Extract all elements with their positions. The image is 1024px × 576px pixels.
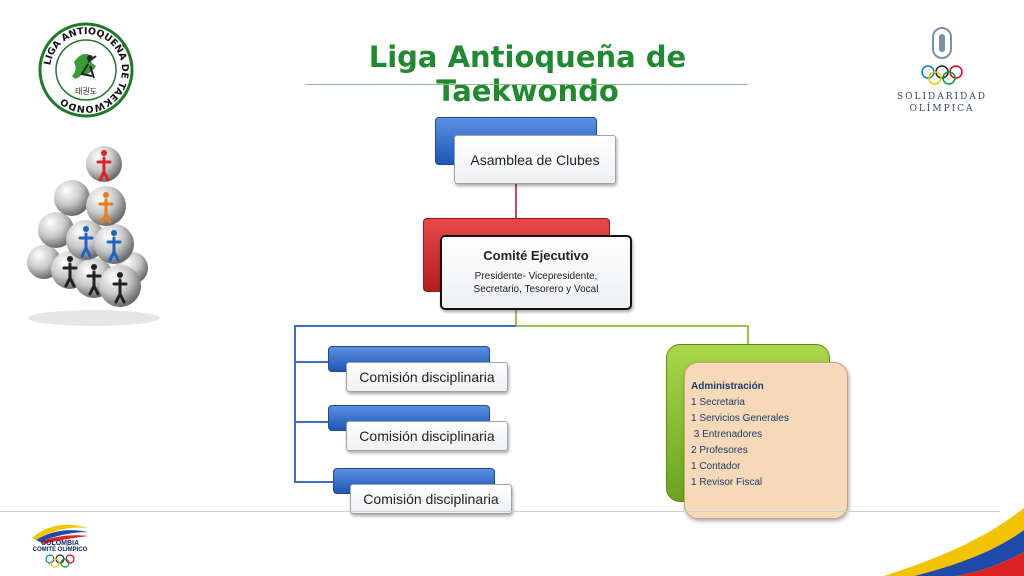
- commission-node-3: Comisión disciplinaria: [350, 484, 512, 514]
- connector-assembly-executive: [515, 182, 517, 220]
- executive-label: Comité Ejecutivo: [483, 248, 589, 263]
- connector-executive-down: [515, 306, 517, 326]
- administration-item: 1 Servicios Generales: [691, 413, 789, 424]
- connector-left-vertical: [294, 325, 296, 482]
- commission-3-label: Comisión disciplinaria: [363, 491, 499, 507]
- page-title: Liga Antioqueña de Taekwondo: [368, 40, 687, 108]
- assembly-node: Asamblea de Clubes: [454, 135, 616, 184]
- administration-item: 2 Profesores: [691, 445, 748, 456]
- connector-left-horizontal: [294, 325, 516, 327]
- connector-right-horizontal: [516, 325, 748, 327]
- olympic-rings-icon: [921, 27, 963, 85]
- commission-node-1: Comisión disciplinaria: [346, 362, 508, 392]
- executive-members: Presidente- Vicepresidente, Secretario, …: [473, 271, 599, 295]
- footer-brand-line2: COMITÉ OLÍMPICO: [32, 547, 88, 553]
- administration-node: Administración 1 Secretaria 1 Servicios …: [684, 362, 848, 519]
- commission-node-2: Comisión disciplinaria: [346, 421, 508, 451]
- colombia-olympic-logo-icon: [32, 524, 88, 544]
- footer-brand-line1: COLOMBIA: [40, 540, 80, 547]
- assembly-label: Asamblea de Clubes: [470, 151, 600, 168]
- administration-item: 1 Contador: [691, 461, 741, 472]
- flag-swoosh-icon: [884, 508, 1024, 576]
- connector-admin-drop: [747, 325, 749, 347]
- taekwondo-logo-icon: LIGA ANTIOQUEÑA DE TAEKWONDO 태권도: [38, 22, 134, 118]
- connector-commission-3: [294, 481, 334, 483]
- commission-1-label: Comisión disciplinaria: [359, 369, 495, 385]
- administration-item: 3 Entrenadores: [691, 429, 763, 440]
- executive-node: Comité Ejecutivo Presidente- Vicepreside…: [440, 235, 632, 310]
- title-underline: [305, 84, 748, 85]
- people-pyramid-icon: [27, 146, 160, 326]
- administration-heading: Administración: [691, 381, 764, 392]
- footer-olympic-rings-icon: [45, 554, 75, 568]
- logo-korean-text: 태권도: [75, 86, 97, 96]
- footer-brand: COLOMBIA COMITÉ OLÍMPICO: [22, 540, 98, 553]
- brand-line2: OLÍMPICA: [909, 104, 975, 114]
- connector-commission-2: [294, 421, 329, 423]
- administration-item: 1 Secretaria: [691, 397, 745, 408]
- administration-item: 1 Revisor Fiscal: [691, 477, 763, 488]
- footer-rule: [0, 511, 1000, 512]
- solidaridad-olimpica-label: SOLIDARIDAD OLÍMPICA: [890, 91, 994, 115]
- commission-2-label: Comisión disciplinaria: [359, 428, 495, 444]
- brand-line1: SOLIDARIDAD: [896, 92, 988, 102]
- connector-commission-1: [294, 361, 329, 363]
